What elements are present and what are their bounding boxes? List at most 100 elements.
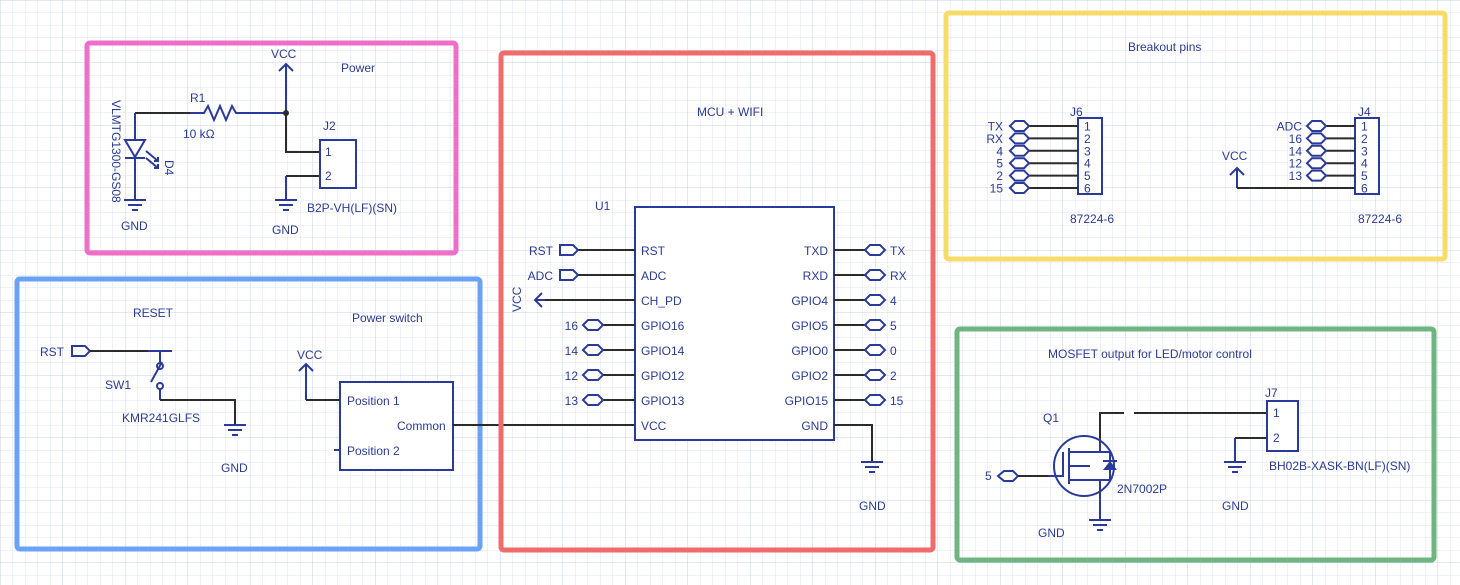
mcu-right-label: 0 bbox=[890, 344, 897, 358]
connector-j7[interactable]: J7 1 2 BH02B-XASK-BN(LF)(SN) bbox=[1265, 386, 1410, 473]
mcu-left-label: RST bbox=[529, 244, 554, 258]
led-part-label: VLMTG1300-GS08 bbox=[109, 100, 123, 203]
mcu-ref: U1 bbox=[595, 199, 611, 213]
mcu-u1-body[interactable] bbox=[634, 206, 835, 441]
mcu-right-net-hex bbox=[863, 394, 887, 406]
gnd-j7-symbol: GND bbox=[1222, 461, 1249, 513]
mcu-left-label: ADC bbox=[528, 269, 554, 283]
j6-net-label: 15 bbox=[990, 182, 1004, 196]
breakout-block-frame bbox=[943, 10, 1448, 262]
connector-j6[interactable]: J6 87224-6 bbox=[1070, 105, 1114, 226]
svg-text:VCC: VCC bbox=[297, 348, 323, 362]
mcu-left-label: 12 bbox=[565, 369, 579, 383]
mcu-left-pin-name: RST bbox=[641, 244, 666, 258]
led-d4[interactable]: VLMTG1300-GS08 D4 bbox=[109, 100, 190, 203]
mcu-block-frame bbox=[498, 50, 936, 553]
mcu-net-label-0 bbox=[559, 244, 580, 256]
svg-text:2: 2 bbox=[325, 169, 332, 183]
j4-net-hex bbox=[1305, 157, 1328, 170]
svg-text:2: 2 bbox=[1273, 431, 1280, 445]
svg-text:J4: J4 bbox=[1358, 105, 1371, 119]
vcc-power-symbol: VCC bbox=[271, 47, 297, 113]
power-block-frame bbox=[84, 40, 459, 256]
j4-net-hex bbox=[1305, 120, 1328, 132]
power-switch-title: Power switch bbox=[352, 311, 423, 325]
mcu-left-pin-name: CH_PD bbox=[641, 294, 682, 308]
resistor-r1[interactable]: R1 10 kΩ bbox=[183, 91, 286, 141]
j6-pin-number: 1 bbox=[1084, 120, 1091, 134]
svg-text:1: 1 bbox=[325, 145, 332, 159]
svg-text:GND: GND bbox=[1222, 499, 1249, 513]
j6-net-hex bbox=[1008, 169, 1031, 182]
svg-text:Common: Common bbox=[397, 419, 446, 433]
mcu-left-label: 16 bbox=[565, 319, 579, 333]
reset-block-frame bbox=[14, 276, 483, 552]
svg-text:5: 5 bbox=[985, 469, 992, 483]
svg-text:KMR241GLFS: KMR241GLFS bbox=[122, 411, 200, 425]
svg-text:GND: GND bbox=[859, 499, 886, 513]
j6-net-label: 4 bbox=[996, 144, 1003, 158]
mcu-right-net-hex bbox=[863, 319, 887, 331]
j4-pin-number: 4 bbox=[1361, 157, 1368, 171]
mcu-right-net-hex bbox=[863, 344, 887, 356]
power-switch[interactable]: Position 1 Position 2 Common bbox=[339, 381, 454, 471]
mcu-right-net-hex bbox=[863, 369, 887, 381]
j4-net-label: 14 bbox=[1289, 144, 1303, 158]
mcu-right-label: 5 bbox=[890, 319, 897, 333]
svg-text:Position 2: Position 2 bbox=[347, 444, 400, 458]
svg-text:GND: GND bbox=[1038, 526, 1065, 540]
svg-text:J7: J7 bbox=[1265, 386, 1278, 400]
j4-pin-number: 2 bbox=[1361, 132, 1368, 146]
mcu-left-net-hex bbox=[581, 344, 605, 356]
mosfet-title: MOSFET output for LED/motor control bbox=[1048, 347, 1252, 361]
mcu-right-label: 15 bbox=[890, 394, 904, 408]
svg-text:B2P-VH(LF)(SN): B2P-VH(LF)(SN) bbox=[307, 201, 397, 215]
mcu-right-pin-name: TXD bbox=[804, 244, 828, 258]
mcu-right-pin-name: RXD bbox=[803, 269, 829, 283]
mcu-right-pin-name: GND bbox=[801, 419, 828, 433]
mcu-left-pin-name: GPIO16 bbox=[641, 319, 685, 333]
r1-value-label: 10 kΩ bbox=[183, 127, 215, 141]
j6-net-label: RX bbox=[986, 132, 1003, 146]
j6-pin-number: 6 bbox=[1084, 182, 1091, 196]
reset-title: RESET bbox=[133, 306, 174, 320]
reset-block[interactable]: RESET RST SW1 KMR241GLFS GND Power switc… bbox=[14, 276, 483, 552]
mcu-left-pin-name: ADC bbox=[641, 269, 667, 283]
mcu-right-label: 2 bbox=[890, 369, 897, 383]
mcu-right-net-hex bbox=[863, 269, 887, 281]
svg-text:J2: J2 bbox=[323, 119, 336, 133]
gnd-connector-symbol: GND bbox=[272, 199, 299, 237]
mcu-net-label-1 bbox=[559, 269, 580, 281]
mcu-block[interactable]: MCU + WIFI U1 RSTRSTADCADCCH_PDVCCGPIO16… bbox=[498, 50, 936, 553]
mosfet-q1[interactable]: Q1 2N7002P bbox=[1043, 411, 1167, 497]
connector-j2[interactable]: J2 1 2 B2P-VH(LF)(SN) bbox=[307, 119, 397, 215]
j4-net-label: 16 bbox=[1289, 132, 1303, 146]
svg-text:J6: J6 bbox=[1070, 105, 1083, 119]
connector-j4[interactable]: J4 87224-6 bbox=[1354, 105, 1402, 226]
svg-text:Position 1: Position 1 bbox=[347, 394, 400, 408]
rst-net-label: RST bbox=[40, 345, 92, 359]
mcu-right-pin-name: GPIO15 bbox=[785, 394, 829, 408]
led-ref-label: D4 bbox=[162, 160, 176, 176]
pushbutton-sw1[interactable]: SW1 KMR241GLFS bbox=[105, 350, 200, 425]
j4-pin-number: 3 bbox=[1361, 144, 1368, 158]
power-block[interactable]: Power VLMTG1300-GS08 D4 GND R1 10 kΩ VCC bbox=[84, 40, 459, 256]
mcu-left-pin-name: VCC bbox=[641, 419, 667, 433]
mosfet-block[interactable]: MOSFET output for LED/motor control 5 Q1… bbox=[954, 326, 1437, 563]
mcu-right-net-hex bbox=[863, 294, 887, 306]
mcu-left-net-hex bbox=[581, 369, 605, 381]
j6-net-hex bbox=[1008, 120, 1031, 132]
svg-text:GND: GND bbox=[221, 461, 248, 475]
svg-text:RST: RST bbox=[40, 345, 65, 359]
svg-text:SW1: SW1 bbox=[105, 378, 131, 392]
svg-text:VCC: VCC bbox=[1222, 149, 1248, 163]
j6-net-label: 2 bbox=[996, 169, 1003, 183]
svg-text:GND: GND bbox=[121, 219, 148, 233]
mcu-chpd-vcc-label: VCC bbox=[510, 286, 524, 312]
mcu-left-label: 14 bbox=[565, 344, 579, 358]
svg-text:GND: GND bbox=[272, 223, 299, 237]
j6-net-label: 5 bbox=[996, 157, 1003, 171]
power-block-title: Power bbox=[341, 61, 375, 75]
mcu-left-net-hex bbox=[581, 319, 605, 331]
